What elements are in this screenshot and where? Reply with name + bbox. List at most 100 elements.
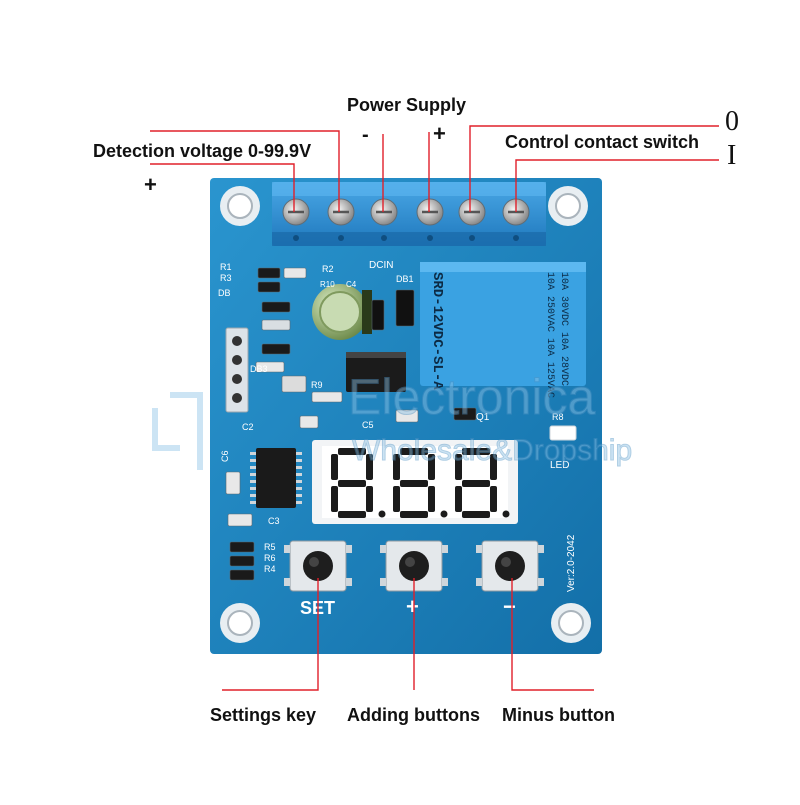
silk-db1: DB1 xyxy=(396,274,414,284)
silk-r1: R1 xyxy=(220,262,232,272)
mounting-hole xyxy=(548,186,588,226)
silk-c6: C6 xyxy=(220,450,230,462)
leader-line xyxy=(515,159,719,212)
tact-button xyxy=(476,540,544,592)
pin-header xyxy=(225,327,249,413)
settings-key-label: Settings key xyxy=(210,705,317,725)
smd-component xyxy=(257,281,281,293)
power-supply-label: Power Supply xyxy=(347,95,467,115)
smd-component xyxy=(281,375,307,393)
silk-r5: R5 xyxy=(264,542,276,552)
silk-led: LED xyxy=(550,460,569,471)
display-digit xyxy=(393,448,448,518)
tact-button xyxy=(284,540,352,592)
relay-text-rating-1: 10A 250VAC 10A 125VAC xyxy=(544,272,555,398)
silk-c3: C3 xyxy=(268,516,280,526)
silk-c2: C2 xyxy=(242,422,254,432)
ic-pin xyxy=(250,466,256,469)
power-plus-label: + xyxy=(433,121,446,146)
ic-pin xyxy=(296,501,302,504)
status-led xyxy=(549,425,577,441)
terminal-screw xyxy=(370,198,398,241)
minus-button-label: Minus button xyxy=(502,705,615,725)
leader-line xyxy=(150,163,295,212)
silk-r8: R8 xyxy=(552,412,564,422)
mounting-hole xyxy=(220,186,260,226)
voltage-regulator xyxy=(346,352,406,392)
relay xyxy=(420,262,586,386)
ic-pin xyxy=(250,459,256,462)
ic-pin xyxy=(296,473,302,476)
display-digit xyxy=(331,448,386,518)
silk-version: Ver:2.0-2042 xyxy=(566,534,577,592)
silk-r2: R2 xyxy=(322,264,334,274)
electrolytic-capacitor xyxy=(312,284,372,340)
silk-r9: R9 xyxy=(311,380,323,390)
silk-dcin: DCIN xyxy=(369,260,393,271)
smd-component xyxy=(453,407,477,421)
tact-button xyxy=(380,540,448,592)
smd-component xyxy=(225,471,241,495)
leader-line xyxy=(150,130,340,212)
watermark-line1: Electronica xyxy=(348,369,596,425)
smd-component xyxy=(229,555,255,567)
switch-one-label: I xyxy=(727,140,737,171)
mounting-hole xyxy=(220,603,260,643)
leader-line xyxy=(511,578,594,691)
smd-component xyxy=(299,415,319,429)
watermark: Electronica Wholesale&Dropship xyxy=(152,369,633,470)
control-contact-label: Control contact switch xyxy=(505,132,700,152)
ic-pin xyxy=(250,452,256,455)
smd-component xyxy=(283,267,307,279)
smd-component xyxy=(311,391,343,403)
smd-component xyxy=(261,343,291,355)
silk-minus: − xyxy=(503,594,516,619)
ic-chip xyxy=(256,448,296,508)
relay-text-rating-2: 10A 30VDC 10A 28VDC xyxy=(558,272,569,386)
ic-pin xyxy=(296,466,302,469)
ic-pin xyxy=(296,487,302,490)
adding-buttons-label: Adding buttons xyxy=(347,705,480,725)
detection-plus-label: + xyxy=(144,172,157,197)
power-minus-label: - xyxy=(362,124,369,146)
silk-db: DB xyxy=(218,288,231,298)
leader-line xyxy=(222,578,319,691)
ic-pin xyxy=(296,494,302,497)
ic-pin xyxy=(250,501,256,504)
relay-text-model: SRD-12VDC-SL-A xyxy=(429,272,445,390)
silk-r3: R3 xyxy=(220,273,232,283)
smd-component xyxy=(261,301,291,313)
detection-voltage-label: Detection voltage 0-99.9V xyxy=(93,141,312,161)
smd-component xyxy=(371,299,385,331)
ic-pin xyxy=(296,459,302,462)
terminal-screw xyxy=(282,198,310,241)
screw-terminal-block xyxy=(272,182,546,246)
leader-line xyxy=(469,125,719,212)
silk-r4: R4 xyxy=(264,564,276,574)
ic-pin xyxy=(250,494,256,497)
smd-component xyxy=(395,289,415,327)
ic-pin xyxy=(250,487,256,490)
smd-component xyxy=(257,267,281,279)
silk-c4: C4 xyxy=(346,280,357,289)
ic-pin xyxy=(250,473,256,476)
silk-db3: DB3 xyxy=(250,364,268,374)
smd-component xyxy=(261,319,291,331)
silk-r10: R10 xyxy=(320,280,335,289)
smd-component xyxy=(229,541,255,553)
terminal-screw xyxy=(327,198,355,241)
silk-q1: Q1 xyxy=(476,412,490,423)
smd-component xyxy=(255,361,285,373)
silk-c5: C5 xyxy=(362,420,374,430)
switch-zero-label: 0 xyxy=(725,106,739,137)
ic-pin xyxy=(296,452,302,455)
mounting-hole xyxy=(551,603,591,643)
terminal-screw xyxy=(458,198,486,241)
silk-plus: + xyxy=(406,594,419,619)
silk-r6: R6 xyxy=(264,553,276,563)
display-digit xyxy=(455,448,510,518)
ic-pin xyxy=(296,480,302,483)
smd-component xyxy=(229,569,255,581)
